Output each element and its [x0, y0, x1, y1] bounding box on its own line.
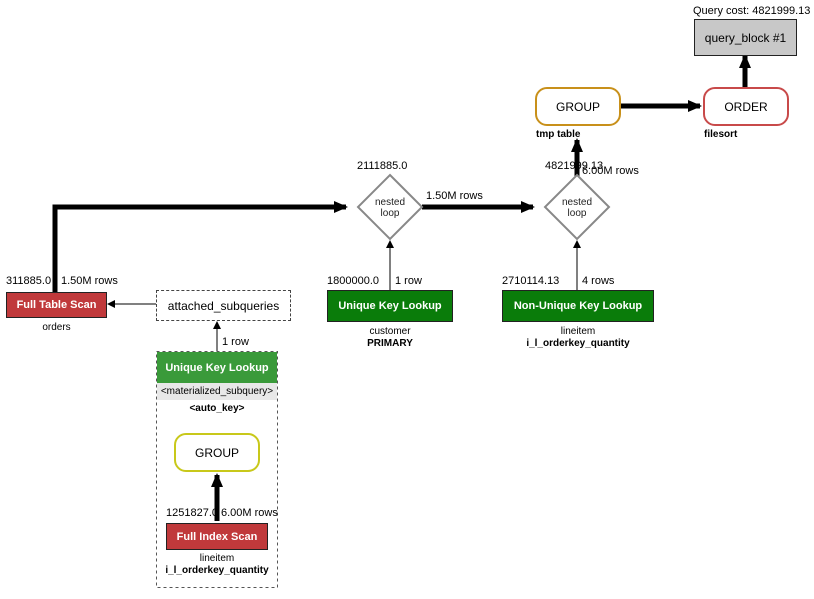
- customer-key: PRIMARY: [367, 338, 413, 349]
- customer-lookup-node[interactable]: Unique Key Lookup: [327, 290, 453, 322]
- lineitem-lookup-key: i_l_orderkey_quantity: [526, 338, 630, 349]
- full-index-scan-node[interactable]: Full Index Scan: [166, 523, 268, 550]
- lineitem-lookup-rows: 4 rows: [582, 275, 615, 287]
- group-note: tmp table: [536, 129, 581, 140]
- fis-cost: 1251827.0: [166, 507, 218, 519]
- customer-cost: 1800000.0: [327, 275, 379, 287]
- materialized-subquery-label: <materialized_subquery>: [157, 383, 277, 400]
- query-cost: Query cost: 4821999.13: [693, 5, 811, 17]
- materialized-key: <auto_key>: [189, 403, 245, 414]
- group-inner-node[interactable]: GROUP: [174, 433, 260, 472]
- nested-loop-2-shape: [543, 173, 611, 241]
- fts-rows: 1.50M rows: [61, 275, 118, 287]
- lineitem-lookup-table: lineitem: [560, 326, 596, 337]
- nested-loop-2-cost: 4821999.13: [545, 160, 604, 172]
- fis-rows: 6.00M rows: [221, 507, 278, 519]
- full-table-scan-node[interactable]: Full Table Scan: [6, 292, 107, 318]
- nested-loop-1-cost: 2111885.0: [357, 160, 408, 172]
- customer-rows: 1 row: [395, 275, 422, 287]
- nested-loop-1-shape: [356, 173, 424, 241]
- order-note: filesort: [704, 129, 738, 140]
- lineitem-lookup-cost: 2710114.13: [502, 275, 560, 287]
- group-node[interactable]: GROUP: [535, 87, 621, 126]
- materialized-lookup-node[interactable]: Unique Key Lookup: [157, 352, 277, 383]
- fis-table: lineitem: [199, 553, 235, 564]
- lineitem-lookup-node[interactable]: Non-Unique Key Lookup: [502, 290, 654, 322]
- query-block-node[interactable]: query_block #1: [694, 19, 797, 56]
- customer-table: customer: [369, 326, 411, 337]
- fts-table: orders: [42, 322, 71, 333]
- edge-nl1-nl2-rows: 1.50M rows: [426, 190, 483, 202]
- edge-fts-nl1: [52, 201, 348, 292]
- materialized-container: [156, 351, 278, 588]
- fts-cost: 311885.0: [6, 275, 52, 287]
- materialized-rows: 1 row: [222, 336, 249, 348]
- order-node[interactable]: ORDER: [703, 87, 789, 126]
- nested-loop-2-rows: 6.00M rows: [582, 165, 639, 177]
- attached-subqueries-node[interactable]: attached_subqueries: [156, 290, 291, 321]
- fis-key: i_l_orderkey_quantity: [165, 565, 269, 576]
